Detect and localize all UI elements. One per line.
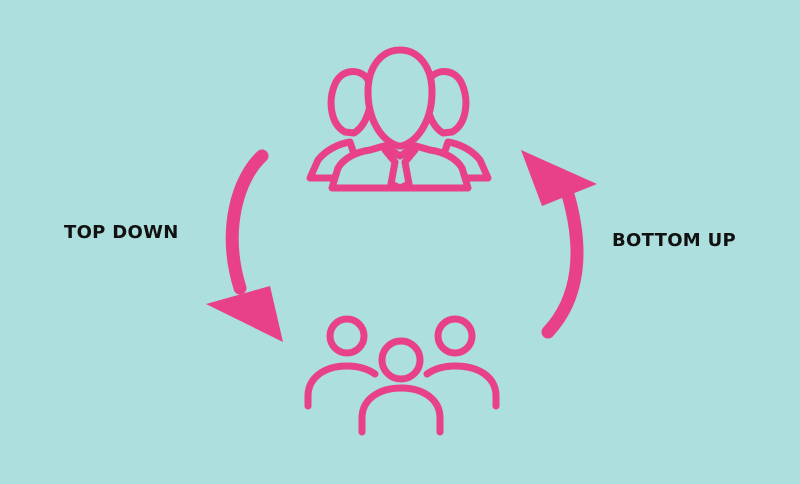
top-down-arrowhead [206, 286, 283, 342]
bottom-up-label: BOTTOM UP [612, 230, 736, 251]
team-member-center [358, 337, 444, 436]
leader-center-figure [328, 46, 472, 192]
team-group-icon [304, 315, 500, 436]
top-down-label: TOP DOWN [64, 222, 179, 243]
top-down-arrow [206, 149, 283, 342]
bottom-up-arrowhead [521, 150, 597, 206]
bottom-up-arrow [521, 150, 597, 339]
team-member-left [304, 315, 379, 410]
business-leaders-icon [306, 46, 492, 192]
team-member-right [423, 315, 500, 410]
